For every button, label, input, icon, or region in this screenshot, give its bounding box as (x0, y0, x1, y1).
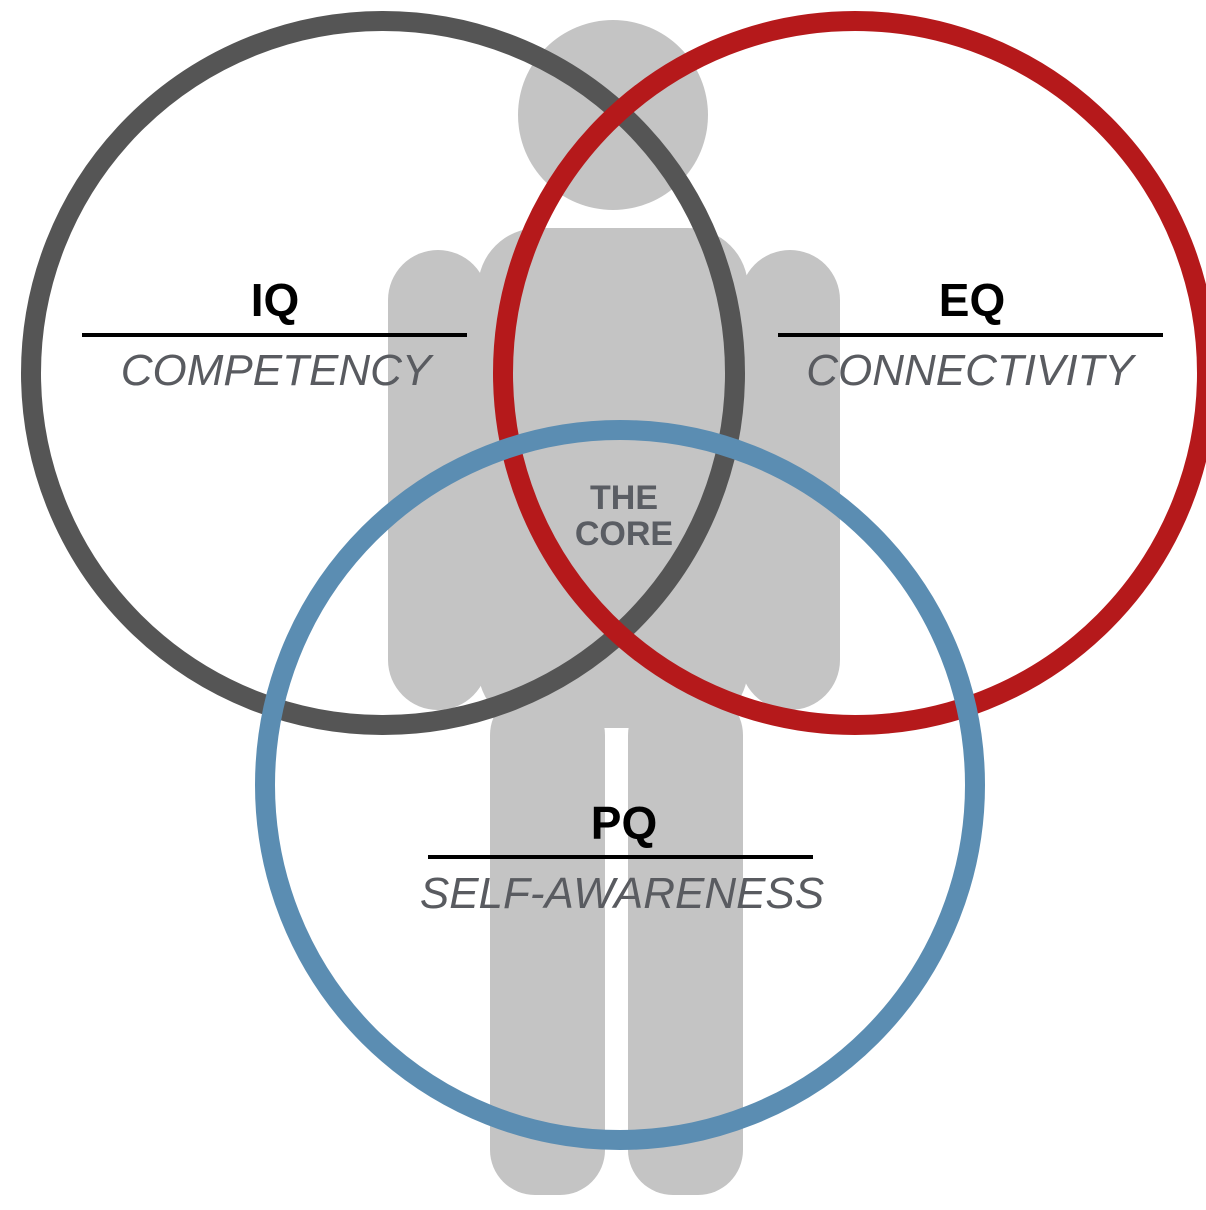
eq-circle (493, 11, 1206, 735)
silhouette-left-leg (490, 690, 605, 1195)
silhouette-right-leg (628, 690, 743, 1195)
silhouette-torso (478, 228, 748, 728)
eq-title: EQ (939, 274, 1005, 326)
pq-subtitle: SELF-AWARENESS (420, 869, 824, 918)
iq-circle (21, 11, 745, 735)
pq-circle (255, 420, 985, 1150)
iq-title: IQ (251, 274, 300, 326)
person-silhouette (388, 20, 840, 1195)
eq-subtitle: CONNECTIVITY (806, 346, 1136, 395)
core-label-line1: THE (590, 479, 658, 517)
iq-subtitle: COMPETENCY (121, 346, 434, 395)
pq-title: PQ (591, 797, 657, 849)
core-label-line2: CORE (575, 515, 673, 553)
